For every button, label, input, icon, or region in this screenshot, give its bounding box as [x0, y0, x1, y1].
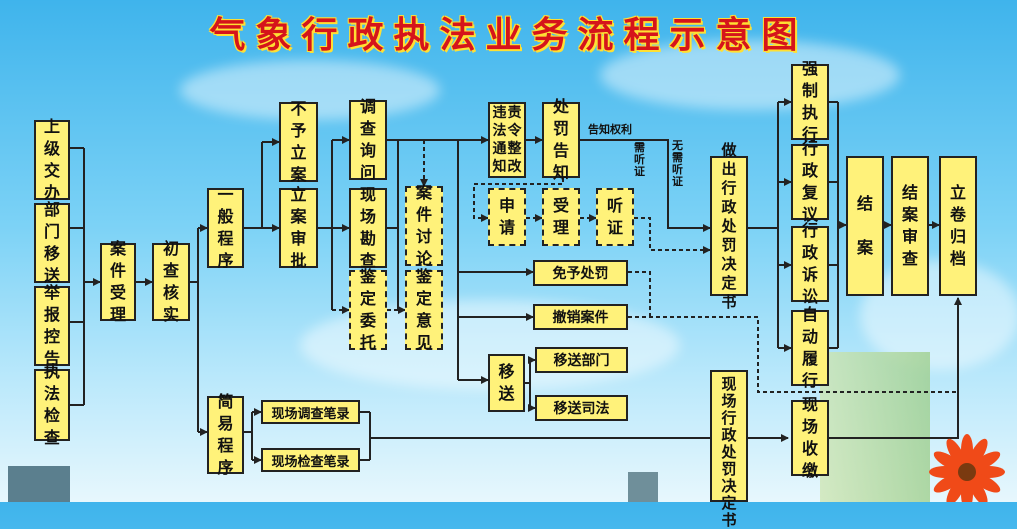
node-zeling-weifa: 违法通知 责令整改	[488, 102, 526, 178]
node-anjian-shouli: 案件受理	[100, 239, 136, 324]
node-xingzheng-fuyi: 行政复议	[791, 139, 829, 224]
node-jianding-weituo: 鉴定委托	[349, 267, 387, 352]
node-xianchang-jiancha-bilu: 现场检查笔录	[261, 448, 360, 472]
flow-connectors	[70, 98, 962, 464]
node-zeling-zhenggai: 责令整改	[507, 105, 522, 175]
node-yisong-bumen: 移送部门	[535, 347, 628, 373]
node-xianchang-shoujiao: 现场收缴	[791, 395, 829, 480]
node-lian-shenpi: 立案审批	[279, 185, 318, 270]
node-buyu-lian: 不予立案	[279, 99, 318, 184]
node-jiean-shencha: 结案审查	[891, 156, 929, 296]
node-xingzheng-susong: 行政诉讼	[791, 221, 829, 306]
node-shenqing: 申请	[488, 188, 526, 246]
cloud	[600, 40, 900, 110]
node-chexiao-anjian: 撤销案件	[533, 304, 628, 330]
node-tingzheng: 听证	[596, 188, 634, 246]
node-jianding-yijian: 鉴定意见	[405, 267, 443, 352]
node-jubao-konggao: 举报控告	[34, 283, 70, 368]
node-mianyu-chufa: 免予处罚	[533, 260, 628, 286]
label-wuxu-tingzheng: 无需听证	[672, 139, 683, 188]
building	[820, 352, 930, 502]
node-lijuan-guidang: 立卷归档	[939, 156, 977, 296]
building	[8, 466, 70, 502]
page-title: 气象行政执法业务流程示意图	[209, 14, 808, 56]
node-yisong: 移送	[488, 354, 525, 412]
node-chucha-heshi: 初查核实	[152, 239, 190, 324]
node-weifa-tongzhi: 违法通知	[492, 105, 507, 175]
node-jianyi-chengxu: 简易程序	[207, 392, 244, 477]
node-yisong-sifa: 移送司法	[535, 395, 628, 421]
node-shangji-jiaoban: 上级交办	[34, 117, 70, 202]
node-xianchang-diaocha-bilu: 现场调查笔录	[261, 400, 360, 424]
node-chufa-gaozhi: 处罚告知	[542, 97, 580, 182]
node-shouli: 受理	[542, 188, 580, 246]
label-xu-tingzheng: 需听证	[634, 141, 645, 178]
node-anjian-taolun: 案件讨论	[405, 183, 443, 268]
flower-decoration	[929, 434, 1005, 502]
node-qiangzhi-zhixing: 强制执行	[791, 59, 829, 144]
node-xianchang-kancha: 现场勘查	[349, 185, 387, 270]
node-zuochu-chufa-juedingshu: 做出行政处罚决定书	[710, 141, 748, 311]
cloud	[860, 260, 1017, 370]
node-yiban-chengxu: 一般程序	[207, 185, 244, 270]
node-zidong-lvxing: 自动履行	[791, 305, 829, 390]
node-bumen-yisong: 部门移送	[34, 200, 70, 285]
label-gaozhi-quanli: 告知权利	[588, 123, 632, 136]
node-jiean: 结案	[846, 156, 884, 296]
node-xianchang-chufa-juedingshu: 现场行政处罚决定书	[710, 370, 748, 529]
building	[628, 472, 658, 502]
node-diaocha-xunwen: 调查询问	[349, 97, 387, 182]
node-zhifa-jiancha: 执法检查	[34, 362, 70, 447]
